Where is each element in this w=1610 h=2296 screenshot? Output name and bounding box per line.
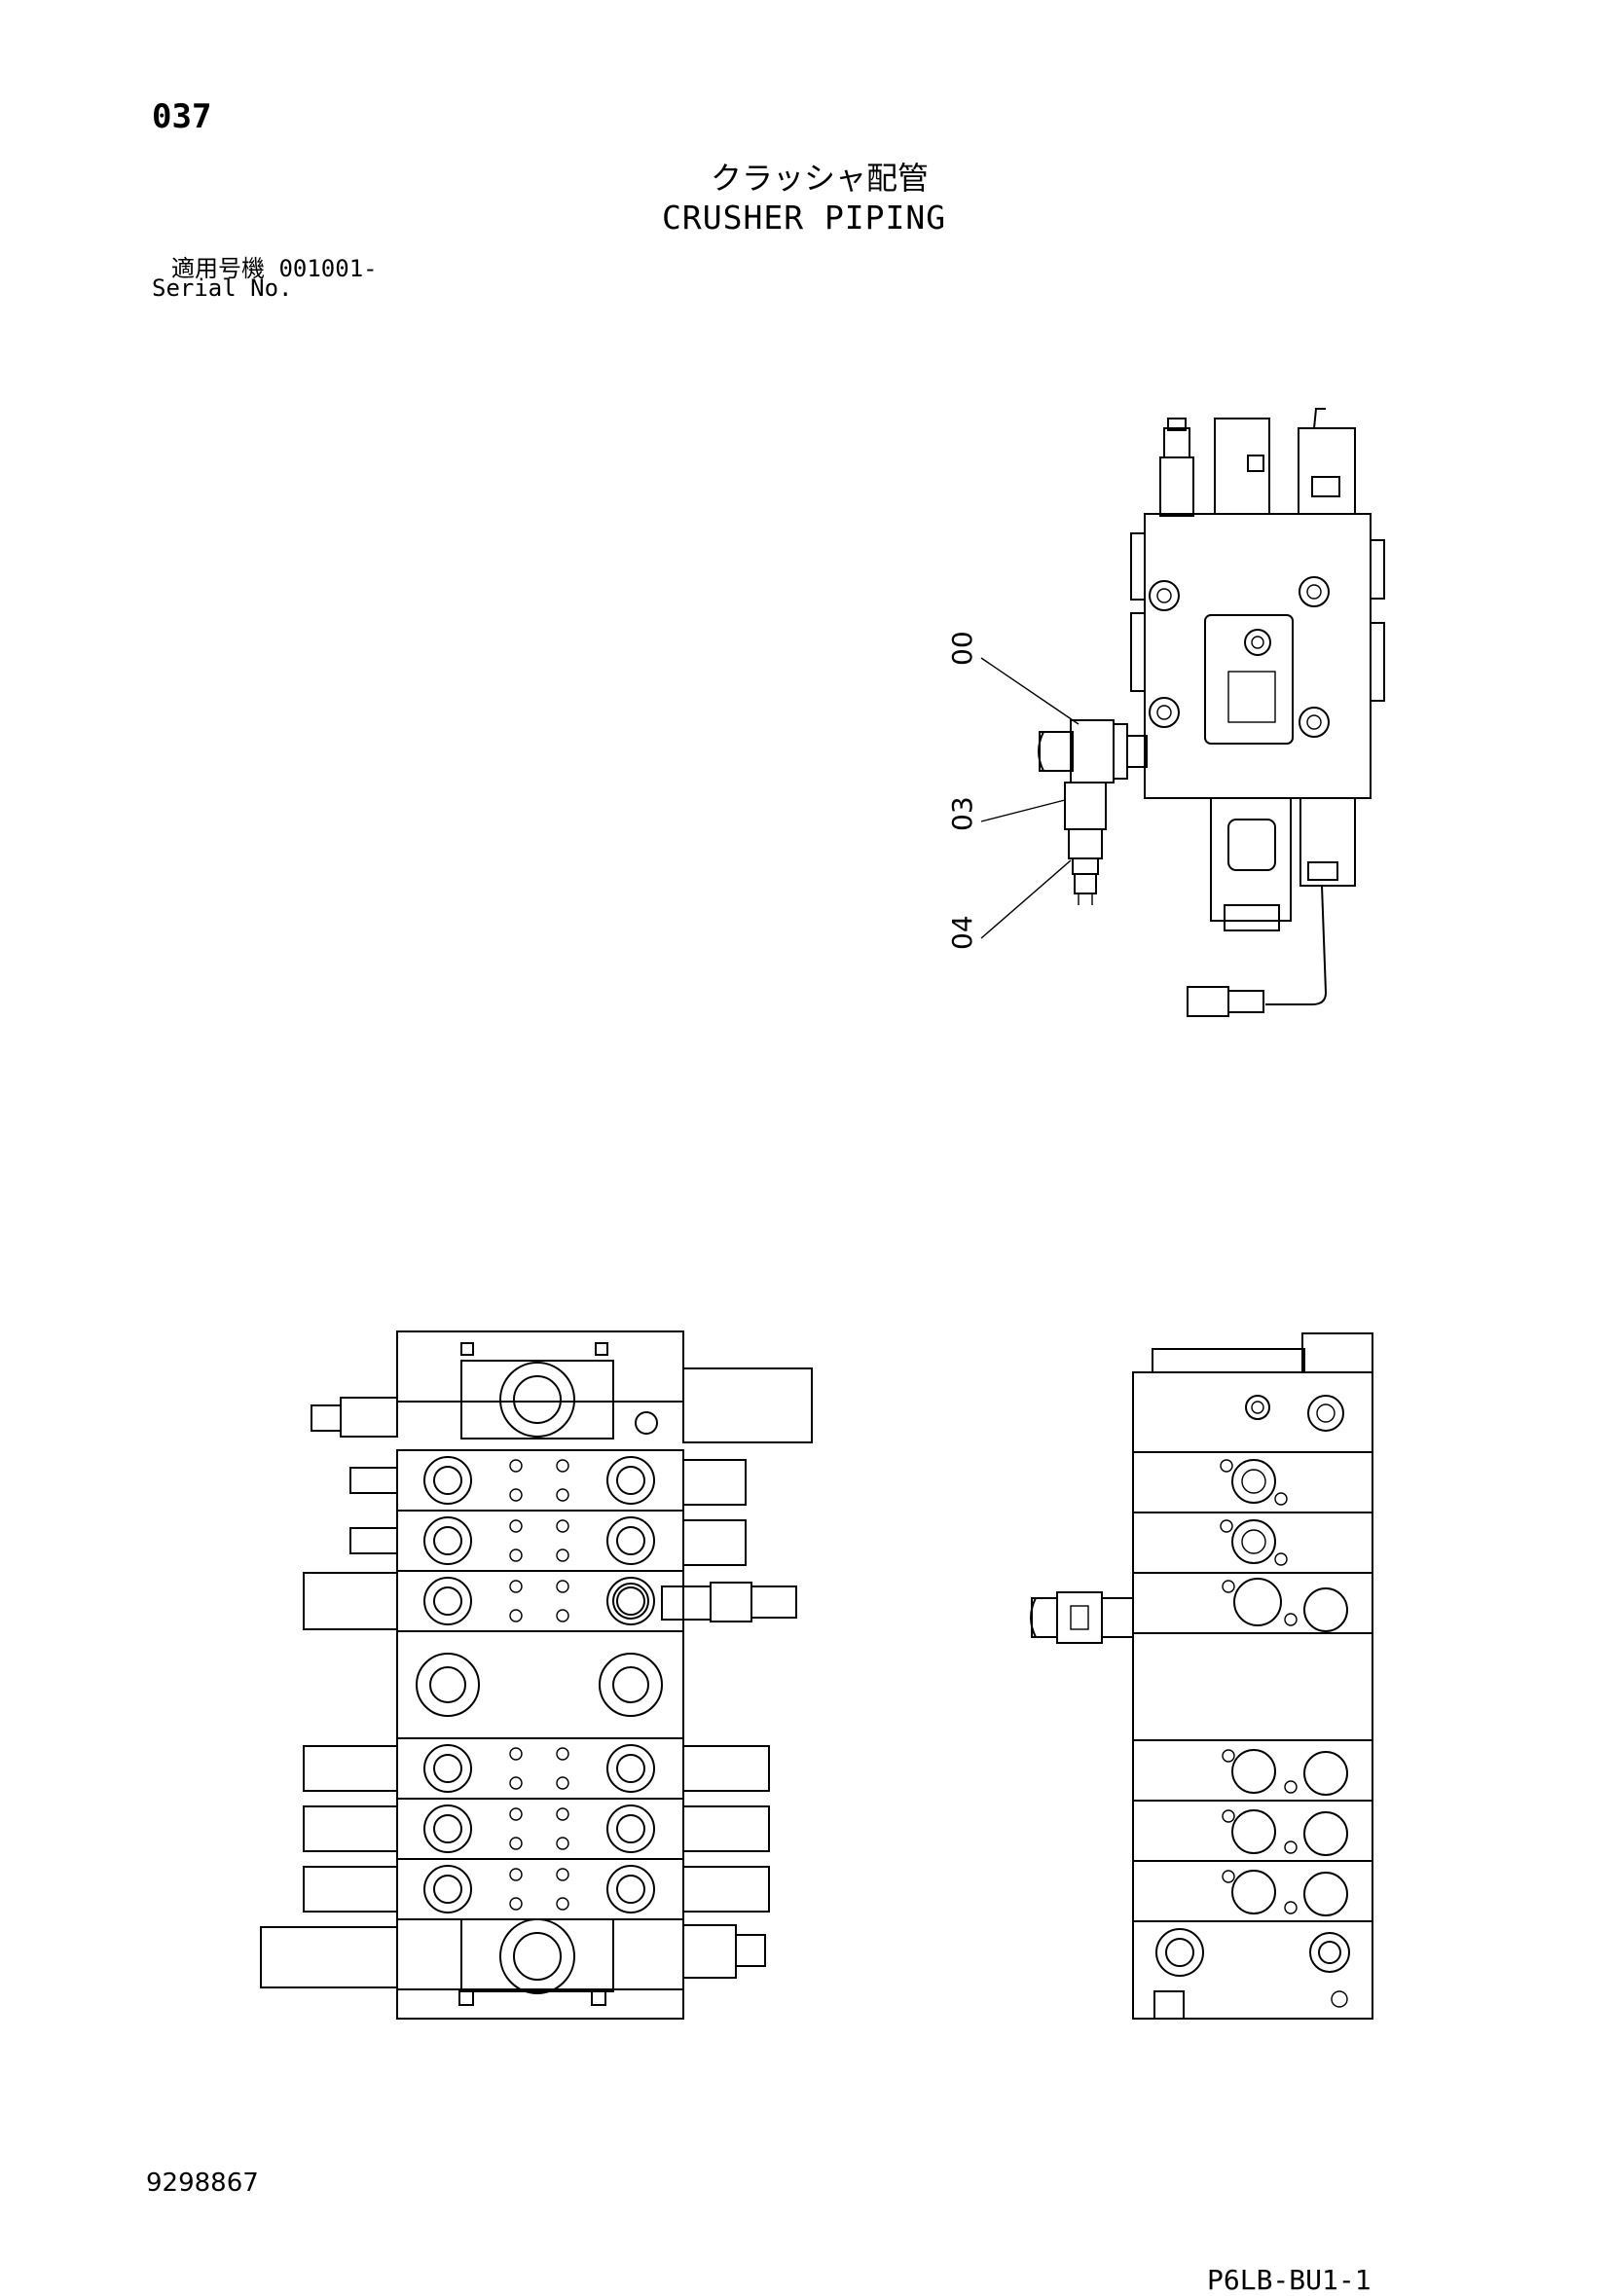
page-number: 037	[152, 97, 212, 136]
detail-view-valve	[980, 408, 1385, 1017]
document-number: 9298867	[146, 2168, 259, 2198]
spool-sections-top	[303, 1449, 797, 1632]
front-view-control-valve	[260, 1330, 813, 2020]
side-view-control-valve	[1030, 1332, 1373, 2020]
spool-sections-bottom	[303, 1737, 770, 1920]
callout-04: 04	[946, 915, 978, 950]
page-code: P6LB-BU1-1	[1207, 2264, 1372, 2296]
serial-label-english: Serial No.	[152, 274, 293, 302]
port-flanges	[1220, 1459, 1348, 1916]
title-english: CRUSHER PIPING	[662, 199, 947, 237]
title-japanese: クラッシャ配管	[711, 160, 930, 197]
callout-03: 03	[946, 796, 978, 831]
serial-label-japanese: 適用号機 001001-	[171, 255, 378, 282]
callout-00: 00	[946, 631, 978, 666]
